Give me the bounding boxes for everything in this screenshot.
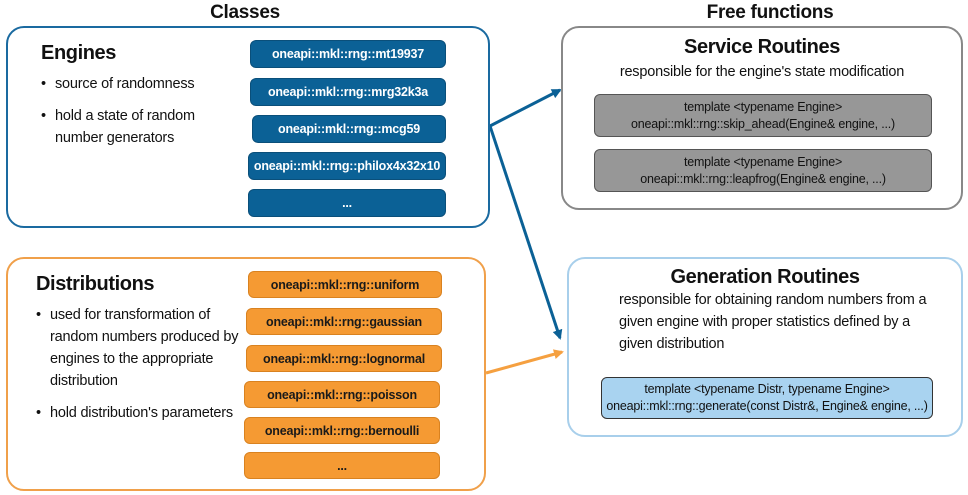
generation-routines-panel: Generation Routines responsible for obta…	[567, 257, 963, 437]
distributions-title: Distributions	[36, 273, 155, 295]
engine-item: oneapi::mkl::rng::mrg32k3a	[250, 78, 446, 106]
generate-function: template <typename Distr, typename Engin…	[601, 377, 933, 419]
distribution-item: ...	[244, 452, 440, 479]
engines-to-service-arrow	[489, 88, 562, 128]
generation-routines-title: Generation Routines	[670, 266, 860, 288]
distributions-bullets: used for transformation of random number…	[36, 304, 241, 434]
engines-to-generation-arrow	[488, 125, 563, 340]
function-signature-line: oneapi::mkl::rng::skip_ahead(Engine& eng…	[631, 116, 895, 131]
function-template-line: template <typename Engine>	[683, 154, 843, 169]
distribution-item: oneapi::mkl::rng::bernoulli	[244, 417, 440, 444]
service-routines-description: responsible for the engine's state modif…	[619, 64, 905, 80]
service-routines-title: Service Routines	[684, 36, 840, 58]
engine-item: oneapi::mkl::rng::philox4x32x10	[248, 152, 446, 180]
service-routines-panel: Service Routines responsible for the eng…	[561, 26, 963, 210]
engines-bullet: source of randomness	[41, 73, 231, 95]
function-template-line: template <typename Engine>	[683, 99, 843, 114]
engines-bullets: source of randomness hold a state of ran…	[41, 73, 231, 159]
engines-title: Engines	[41, 42, 116, 64]
distributions-bullet: used for transformation of random number…	[36, 304, 241, 392]
leapfrog-function: template <typename Engine> oneapi::mkl::…	[594, 149, 932, 192]
distribution-item: oneapi::mkl::rng::uniform	[248, 271, 442, 298]
free-functions-heading: Free functions	[706, 2, 834, 23]
engine-item: oneapi::mkl::rng::mcg59	[252, 115, 446, 143]
classes-heading: Classes	[210, 2, 280, 23]
function-template-line: template <typename Distr, typename Engin…	[644, 382, 890, 396]
function-signature-line: oneapi::mkl::rng::leapfrog(Engine& engin…	[640, 171, 886, 186]
engines-bullet: hold a state of random number generators	[41, 105, 231, 149]
skip-ahead-function: template <typename Engine> oneapi::mkl::…	[594, 94, 932, 137]
engine-item: oneapi::mkl::rng::mt19937	[250, 40, 446, 68]
distributions-panel: Distributions used for transformation of…	[6, 257, 486, 491]
distribution-item: oneapi::mkl::rng::gaussian	[246, 308, 442, 335]
generation-routines-description: responsible for obtaining random numbers…	[619, 292, 927, 352]
distributions-bullet: hold distribution's parameters	[36, 402, 241, 424]
function-signature-line: oneapi::mkl::rng::generate(const Distr&,…	[606, 399, 928, 413]
distribution-item: oneapi::mkl::rng::poisson	[244, 381, 440, 408]
engines-panel: Engines source of randomness hold a stat…	[6, 26, 490, 228]
distribution-item: oneapi::mkl::rng::lognormal	[246, 345, 442, 372]
engine-item: ...	[248, 189, 446, 217]
distributions-to-generation-arrow	[485, 349, 564, 375]
